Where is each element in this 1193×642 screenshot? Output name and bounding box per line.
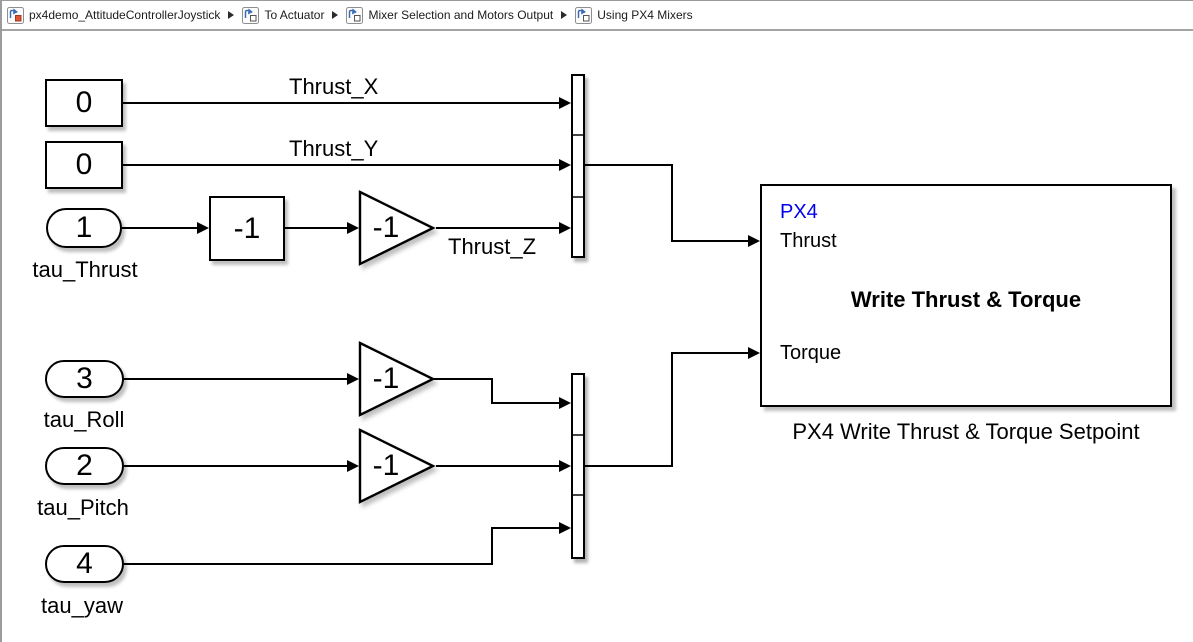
gain-triangle-icon (358, 428, 436, 504)
gain-block-pitch[interactable]: -1 (358, 428, 436, 504)
mask-type-label: PX4 (780, 201, 818, 223)
signal-label-thrust-z[interactable]: Thrust_Z (448, 234, 537, 259)
signal-wire[interactable] (434, 378, 493, 380)
breadcrumb-separator-icon (228, 11, 235, 19)
signal-wire[interactable] (436, 227, 560, 229)
inport-block-tau-pitch[interactable]: 2 (45, 447, 124, 485)
wire-arrowhead (559, 460, 571, 472)
mux-divider (573, 134, 583, 136)
inport-block-tau-yaw[interactable]: 4 (45, 545, 124, 583)
mux-divider (573, 196, 583, 198)
inport-block-tau-roll[interactable]: 3 (45, 360, 124, 398)
signal-wire[interactable] (671, 240, 749, 242)
signal-wire[interactable] (671, 164, 673, 242)
signal-wire[interactable] (491, 527, 560, 529)
signal-wire[interactable] (124, 378, 348, 380)
gain-block-square[interactable]: -1 (209, 196, 285, 261)
wire-arrowhead (559, 222, 571, 234)
signal-wire[interactable] (124, 563, 493, 565)
signal-wire[interactable] (491, 378, 493, 404)
wire-arrowhead (347, 373, 359, 385)
wire-arrowhead (559, 97, 571, 109)
wire-arrowhead (559, 397, 571, 409)
breadcrumb-separator-icon (332, 11, 339, 19)
subsystem-block-write-thrust-torque[interactable]: PX4 Thrust Write Thrust & Torque Torque (760, 184, 1172, 407)
diagram-canvas[interactable]: 0 0 1 tau_Thrust 3 tau_Roll 2 tau_Pitch … (2, 31, 1193, 642)
mux-divider (573, 434, 583, 436)
wire-arrowhead (748, 347, 760, 359)
wire-arrowhead (748, 235, 760, 247)
gain-triangle-icon (358, 190, 436, 266)
signal-wire[interactable] (285, 227, 348, 229)
gain-block-roll[interactable]: -1 (358, 341, 436, 417)
breadcrumb-item-to-actuator[interactable]: To Actuator (242, 6, 325, 24)
wire-arrowhead (559, 522, 571, 534)
breadcrumb-label: Mixer Selection and Motors Output (368, 8, 554, 22)
mux-block-torque[interactable] (571, 373, 585, 559)
constant-block-thrust-y[interactable]: 0 (45, 141, 123, 189)
inport-number: 3 (76, 362, 93, 395)
subsystem-icon (242, 6, 260, 24)
gain-value: -1 (372, 362, 400, 395)
constant-block-thrust-x[interactable]: 0 (45, 79, 123, 127)
signal-wire[interactable] (124, 465, 348, 467)
breadcrumb-label: Using PX4 Mixers (597, 8, 693, 22)
breadcrumb-item-model[interactable]: px4demo_AttitudeControllerJoystick (7, 6, 221, 24)
breadcrumb-separator-icon (561, 11, 568, 19)
mux-block-thrust[interactable] (571, 74, 585, 258)
block-name-tau-pitch[interactable]: tau_Pitch (37, 495, 129, 520)
subsystem-title: Write Thrust & Torque (850, 287, 1082, 312)
gain-value: -1 (372, 449, 400, 482)
inport-number: 2 (76, 449, 93, 482)
constant-value: 0 (75, 86, 93, 119)
mux-divider (573, 494, 583, 496)
signal-wire[interactable] (671, 352, 673, 467)
signal-wire[interactable] (122, 227, 198, 229)
inport-number: 4 (76, 547, 93, 580)
wire-arrowhead (347, 222, 359, 234)
input-port-label-torque: Torque (780, 342, 842, 364)
signal-wire[interactable] (491, 402, 560, 404)
breadcrumb-label: To Actuator (264, 8, 325, 22)
constant-value: 0 (75, 148, 93, 181)
block-name-px4-write-thrust-torque-setpoint[interactable]: PX4 Write Thrust & Torque Setpoint (792, 419, 1140, 444)
breadcrumb-label: px4demo_AttitudeControllerJoystick (29, 8, 221, 22)
signal-wire[interactable] (123, 164, 560, 166)
breadcrumb: px4demo_AttitudeControllerJoystick To Ac… (2, 1, 1193, 31)
block-name-tau-thrust[interactable]: tau_Thrust (32, 257, 138, 282)
wire-arrowhead (559, 159, 571, 171)
inport-block-tau-thrust[interactable]: 1 (46, 208, 122, 248)
breadcrumb-item-mixer-selection[interactable]: Mixer Selection and Motors Output (346, 6, 554, 24)
gain-value: -1 (372, 211, 400, 244)
signal-wire[interactable] (436, 465, 560, 467)
subsystem-icon (346, 6, 364, 24)
simulink-model-icon (7, 6, 24, 24)
subsystem-icon (575, 6, 593, 24)
signal-wire[interactable] (585, 465, 673, 467)
wire-arrowhead (347, 460, 359, 472)
input-port-label-thrust: Thrust (780, 230, 837, 252)
block-name-tau-roll[interactable]: tau_Roll (43, 407, 125, 432)
gain-block-thrust[interactable]: -1 (358, 190, 436, 266)
wire-arrowhead (197, 222, 209, 234)
signal-wire[interactable] (491, 527, 493, 565)
gain-value: -1 (233, 211, 261, 245)
gain-triangle-icon (358, 341, 436, 417)
signal-label-thrust-x[interactable]: Thrust_X (289, 74, 379, 99)
signal-label-thrust-y[interactable]: Thrust_Y (289, 136, 379, 161)
inport-number: 1 (75, 211, 93, 244)
breadcrumb-item-using-px4-mixers[interactable]: Using PX4 Mixers (575, 6, 693, 24)
signal-wire[interactable] (671, 352, 749, 354)
block-name-tau-yaw[interactable]: tau_yaw (41, 593, 123, 618)
signal-wire[interactable] (585, 164, 673, 166)
signal-wire[interactable] (123, 102, 560, 104)
